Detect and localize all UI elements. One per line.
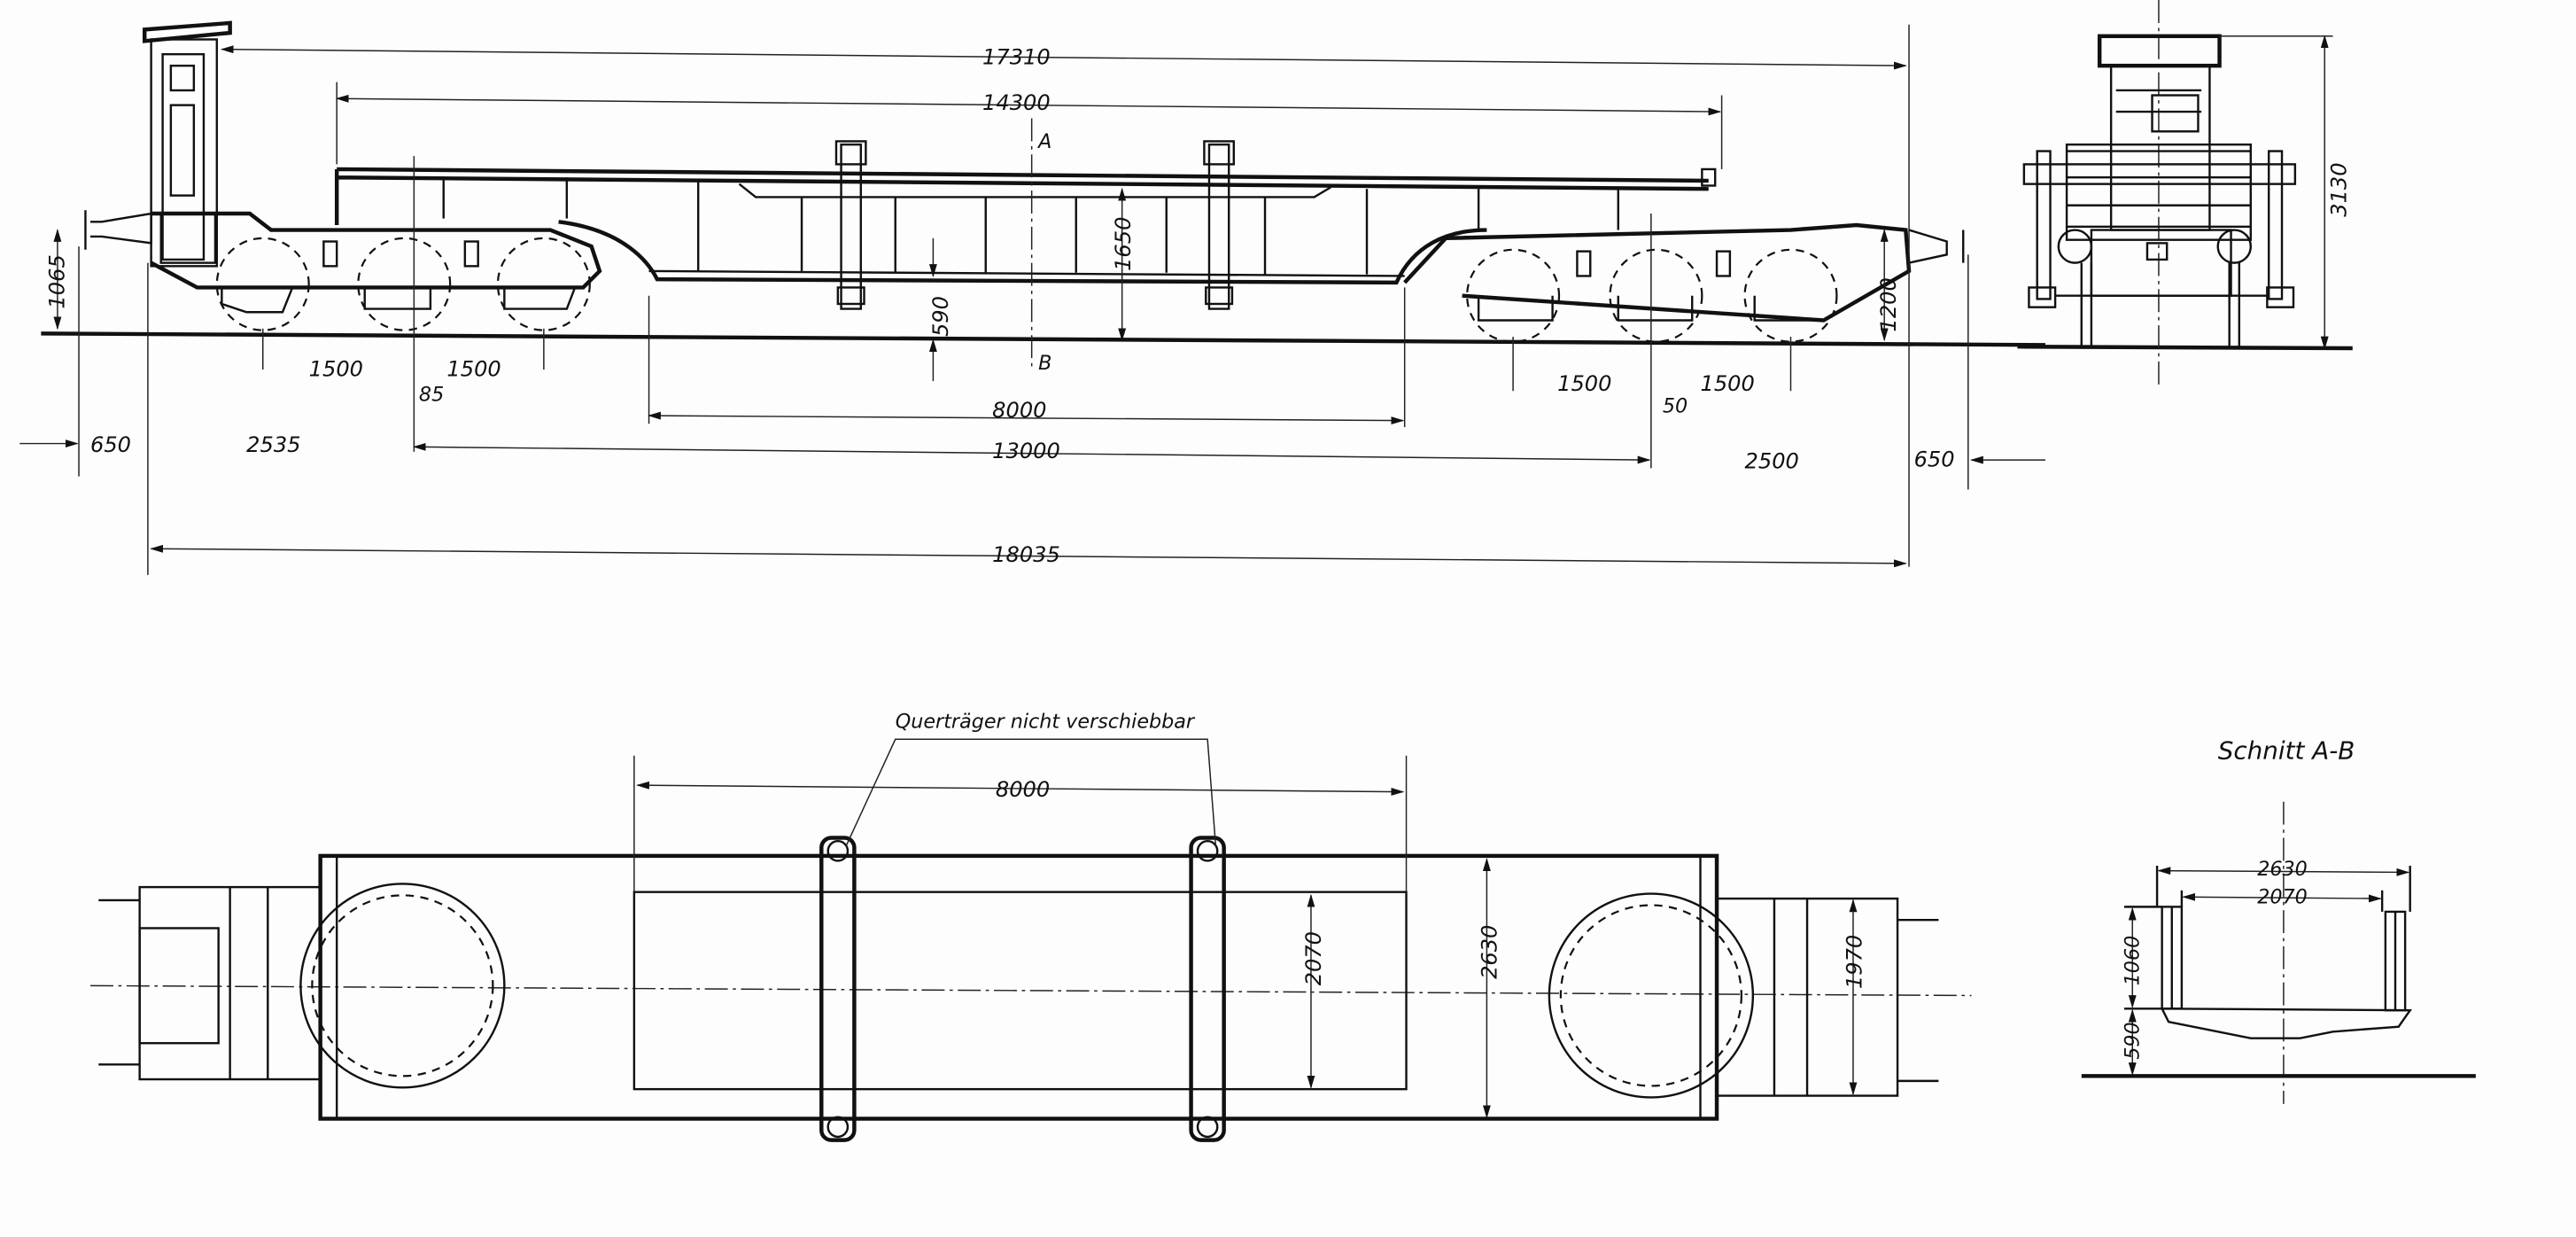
dim-17310: 17310 (982, 44, 1051, 69)
left-cab (142, 20, 232, 268)
main-girder (334, 140, 1717, 310)
end-view: 3130 (2017, 0, 2353, 386)
left-buffer (84, 210, 152, 250)
dim-8000-plan: 8000 (996, 777, 1050, 802)
dim-axle-left-2: 1500 (446, 357, 500, 382)
dim-1065: 1065 (44, 254, 69, 308)
plan-view: Querträger nicht verschiebbar 8000 2070 … (89, 710, 1972, 1142)
dim-1650: 1650 (1111, 217, 1136, 271)
right-buffer (1908, 229, 1965, 264)
dim-8000-side: 8000 (992, 398, 1046, 423)
dim-2070-plan: 2070 (1301, 931, 1326, 985)
right-end-plan (1715, 897, 1939, 1097)
dim-590-side: 590 (928, 296, 953, 337)
dim-1200: 1200 (1876, 277, 1901, 331)
dim-650-left: 650 (90, 432, 131, 457)
right-bogie (1403, 222, 1965, 343)
dim-axle-right-2: 1500 (1701, 371, 1755, 396)
left-bogie (150, 211, 602, 331)
section-title: Schnitt A-B (2218, 736, 2355, 766)
cross-beam-left (834, 140, 867, 310)
dim-2630-section: 2630 (2257, 858, 2308, 881)
dim-85: 85 (419, 383, 444, 406)
dim-50: 50 (1663, 394, 1688, 417)
left-end-plan (98, 885, 322, 1081)
dim-1970-plan: 1970 (1842, 935, 1866, 989)
dim-650-right: 650 (1914, 447, 1955, 472)
dim-axle-right-1: 1500 (1557, 371, 1611, 396)
cross-beams-plan (819, 836, 1226, 1142)
dim-13000: 13000 (992, 439, 1060, 463)
rail-line (41, 331, 2045, 347)
dim-2500: 2500 (1745, 448, 1799, 473)
section-ab: Schnitt A-B 2630 2070 1060 590 (2081, 736, 2476, 1104)
dim-2535: 2535 (246, 432, 300, 457)
dim-3130: 3130 (2326, 162, 2351, 216)
dim-axle-left-1: 1500 (309, 357, 363, 382)
section-mark-b: B (1038, 352, 1051, 375)
dim-2070-section: 2070 (2257, 886, 2308, 909)
outer-frame-plan (318, 853, 1719, 1121)
cross-beam-right (1203, 140, 1236, 310)
section-mark-a: A (1036, 130, 1051, 153)
crossbeam-note: Querträger nicht verschiebbar (896, 710, 1196, 733)
dim-2630-plan: 2630 (1478, 925, 1502, 979)
side-view: A B (19, 20, 2329, 575)
dim-1060-section: 1060 (2122, 936, 2145, 986)
dim-14300: 14300 (982, 90, 1051, 115)
dim-18035: 18035 (992, 542, 1060, 567)
well-plan (632, 891, 1408, 1091)
dim-590-section: 590 (2122, 1022, 2145, 1059)
